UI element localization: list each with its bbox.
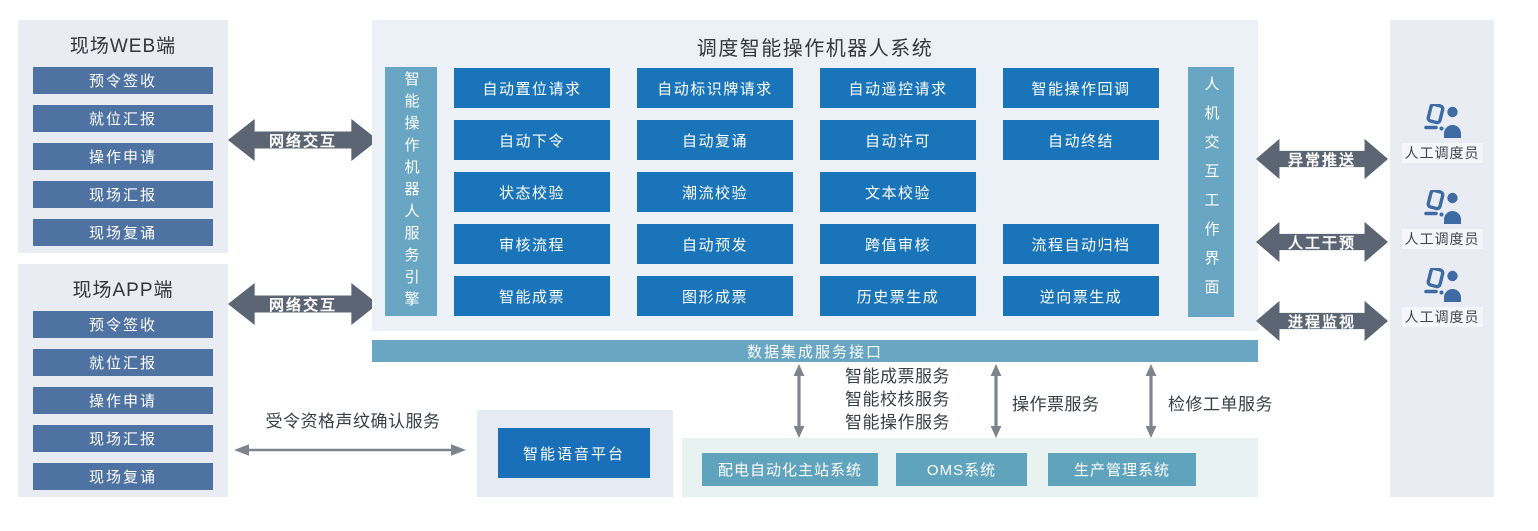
service-line: 智能操作服务 bbox=[845, 413, 950, 432]
network-arrow-web-label: 网络交互 bbox=[268, 132, 337, 150]
module-auto-remote-request: 自动遥控请求 bbox=[820, 68, 976, 108]
module-auto-finish: 自动终结 bbox=[1003, 120, 1159, 160]
module-auto-archive: 流程自动归档 bbox=[1003, 224, 1159, 264]
app-panel-title: 现场APP端 bbox=[72, 279, 174, 301]
module-history-ticket: 历史票生成 bbox=[820, 276, 976, 316]
web-terminal-panel: 现场WEB端 预令签收 就位汇报 操作申请 现场汇报 现场复诵 bbox=[18, 20, 228, 253]
vertical-arrow-icon bbox=[791, 364, 807, 438]
system-production-management: 生产管理系统 bbox=[1048, 453, 1196, 486]
process-monitor-label: 进程监视 bbox=[1287, 313, 1356, 331]
dispatcher-group: 人工调度员 bbox=[1390, 190, 1494, 249]
web-item-site-report: 现场汇报 bbox=[33, 181, 213, 208]
module-auto-set-request: 自动置位请求 bbox=[454, 68, 610, 108]
manual-intervention-arrow: 人工干预 bbox=[1256, 220, 1388, 264]
service-label-maintenance-order: 检修工单服务 bbox=[1168, 395, 1273, 414]
module-reverse-ticket: 逆向票生成 bbox=[1003, 276, 1159, 316]
network-arrow-app-label: 网络交互 bbox=[268, 296, 337, 314]
app-terminal-panel: 现场APP端 预令签收 就位汇报 操作申请 现场汇报 现场复诵 bbox=[18, 264, 228, 497]
robot-system-title: 调度智能操作机器人系统 bbox=[696, 38, 934, 60]
dispatcher-label: 人工调度员 bbox=[1401, 307, 1483, 327]
system-oms: OMS系统 bbox=[896, 453, 1027, 486]
module-auto-repeat: 自动复诵 bbox=[637, 120, 793, 160]
vertical-arrow-icon bbox=[1143, 364, 1159, 438]
voiceprint-service-label: 受令资格声纹确认服务 bbox=[265, 412, 441, 431]
module-auto-preissue: 自动预发 bbox=[637, 224, 793, 264]
vertical-arrow-icon bbox=[988, 364, 1004, 438]
hmi-vertical-bar: 人机交互工作界面 bbox=[1188, 67, 1234, 317]
module-cross-shift-review: 跨值审核 bbox=[820, 224, 976, 264]
module-text-check: 文本校验 bbox=[820, 172, 976, 212]
web-item-site-repeat: 现场复诵 bbox=[33, 219, 213, 246]
data-integration-bar: 数据集成服务接口 bbox=[372, 340, 1258, 362]
service-label-operation-ticket: 操作票服务 bbox=[1012, 395, 1100, 414]
dispatcher-panel: 人工调度员 人工调度员 人工调度员 bbox=[1390, 20, 1494, 497]
module-review-flow: 审核流程 bbox=[454, 224, 610, 264]
module-auto-tag-request: 自动标识牌请求 bbox=[637, 68, 793, 108]
exception-push-label: 异常推送 bbox=[1287, 151, 1356, 169]
app-item-site-report: 现场汇报 bbox=[33, 425, 213, 452]
voice-platform-box: 智能语音平台 bbox=[498, 428, 650, 478]
external-systems-panel: 配电自动化主站系统 OMS系统 生产管理系统 bbox=[682, 438, 1258, 497]
module-auto-order: 自动下令 bbox=[454, 120, 610, 160]
dispatcher-group: 人工调度员 bbox=[1390, 268, 1494, 327]
dispatcher-label: 人工调度员 bbox=[1401, 143, 1483, 163]
module-smart-op-callback: 智能操作回调 bbox=[1003, 68, 1159, 108]
service-label-smart: 智能成票服务 智能校核服务 智能操作服务 bbox=[845, 365, 950, 434]
network-arrow-app: 网络交互 bbox=[228, 281, 378, 327]
web-panel-items: 预令签收 就位汇报 操作申请 现场汇报 现场复诵 bbox=[18, 66, 228, 246]
system-distribution-master: 配电自动化主站系统 bbox=[702, 453, 878, 486]
engine-bar-label: 智能操作机器人服务引擎 bbox=[402, 70, 420, 313]
dispatcher-icon bbox=[1424, 104, 1462, 138]
dispatcher-icon bbox=[1424, 190, 1462, 224]
module-status-check: 状态校验 bbox=[454, 172, 610, 212]
dispatcher-icon bbox=[1424, 268, 1462, 302]
hmi-bar-label: 人机交互工作界面 bbox=[1202, 76, 1220, 308]
engine-vertical-bar: 智能操作机器人服务引擎 bbox=[385, 67, 437, 316]
network-arrow-web: 网络交互 bbox=[228, 117, 378, 163]
service-line: 智能成票服务 bbox=[845, 367, 950, 386]
web-item-inplace-report: 就位汇报 bbox=[33, 105, 213, 132]
thin-double-arrow-icon bbox=[234, 443, 466, 457]
app-item-site-repeat: 现场复诵 bbox=[33, 463, 213, 490]
web-panel-title: 现场WEB端 bbox=[69, 35, 177, 57]
web-item-presign: 预令签收 bbox=[33, 67, 213, 94]
exception-push-arrow: 异常推送 bbox=[1256, 137, 1388, 181]
voice-platform-panel: 智能语音平台 bbox=[477, 410, 673, 497]
app-panel-items: 预令签收 就位汇报 操作申请 现场汇报 现场复诵 bbox=[18, 310, 228, 490]
app-item-inplace-report: 就位汇报 bbox=[33, 349, 213, 376]
dispatcher-label: 人工调度员 bbox=[1401, 229, 1483, 249]
module-smart-ticket: 智能成票 bbox=[454, 276, 610, 316]
module-graphic-ticket: 图形成票 bbox=[637, 276, 793, 316]
process-monitor-arrow: 进程监视 bbox=[1256, 299, 1388, 343]
module-powerflow-check: 潮流校验 bbox=[637, 172, 793, 212]
service-line: 智能校核服务 bbox=[845, 390, 950, 409]
web-item-operation-request: 操作申请 bbox=[33, 143, 213, 170]
module-auto-permit: 自动许可 bbox=[820, 120, 976, 160]
app-item-operation-request: 操作申请 bbox=[33, 387, 213, 414]
manual-intervention-label: 人工干预 bbox=[1287, 234, 1356, 252]
app-item-presign: 预令签收 bbox=[33, 311, 213, 338]
dispatcher-group: 人工调度员 bbox=[1390, 104, 1494, 163]
